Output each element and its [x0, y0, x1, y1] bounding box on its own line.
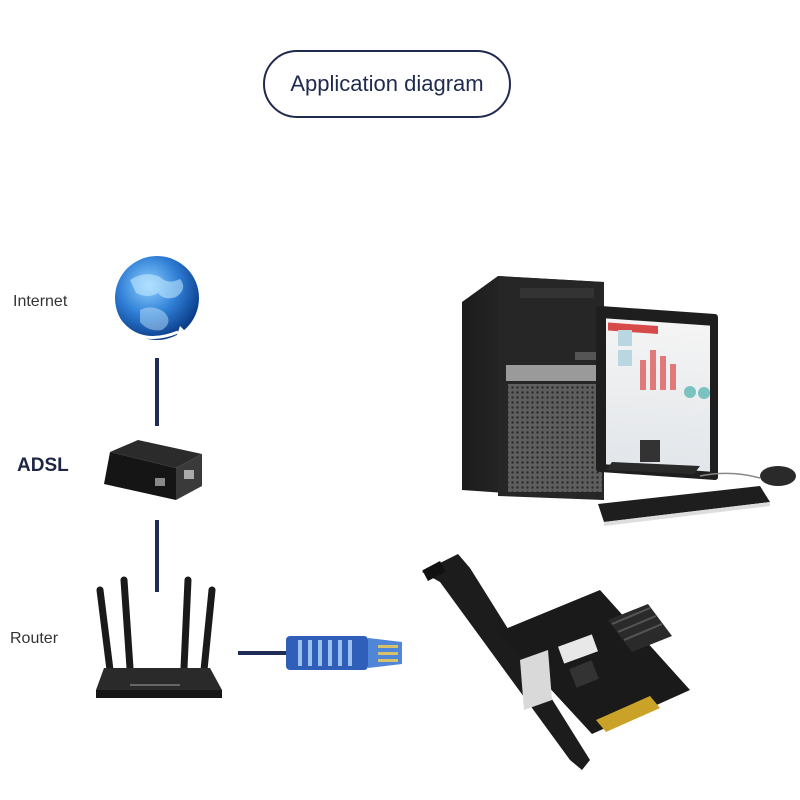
desktop-computer-icon	[462, 276, 796, 526]
diagram-title: Application diagram	[263, 50, 511, 118]
link-internet-adsl	[155, 358, 159, 426]
label-adsl: ADSL	[17, 455, 69, 476]
router-icon	[96, 576, 222, 698]
label-router: Router	[10, 630, 59, 647]
adsl-modem-icon	[104, 440, 202, 500]
link-adsl-router	[155, 520, 159, 592]
ethernet-cable-icon	[286, 636, 402, 670]
globe-icon	[109, 247, 199, 340]
network-card-icon	[422, 554, 690, 770]
label-internet: Internet	[13, 293, 68, 310]
link-router-cable	[238, 651, 288, 655]
